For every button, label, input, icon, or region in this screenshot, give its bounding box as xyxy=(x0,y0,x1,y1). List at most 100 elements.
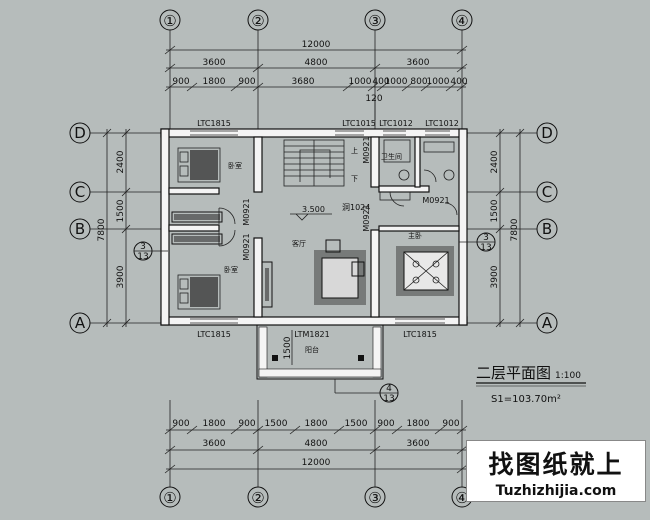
bottom-dimension-text: 900 1800 900 1500 1800 1500 900 1800 900… xyxy=(172,419,459,468)
dim-top-detail: 400 xyxy=(450,77,467,87)
dim-top-detail: 1000 xyxy=(427,77,450,87)
dim-right-span: 2400 xyxy=(490,150,500,173)
column-axes-top: ① ② ③ ④ xyxy=(159,9,473,31)
brand-url: Tuzhizhijia.com xyxy=(495,483,617,499)
axis-label-d: D xyxy=(541,124,553,142)
building-walls xyxy=(160,128,468,326)
door-swings xyxy=(218,169,458,247)
row-axis-leaders xyxy=(90,132,537,324)
axis-label-1: ① xyxy=(163,489,176,507)
room-label-bedroom: 卧室 xyxy=(228,161,242,170)
stair-up-label: 上 xyxy=(351,146,358,155)
column-axes-bottom: ① ② ③ ④ xyxy=(159,486,473,508)
window-label: LTC1015 xyxy=(342,119,376,128)
dim-bottom-detail: 1500 xyxy=(265,419,288,429)
section-ref: 13 xyxy=(480,243,491,253)
axis-label-3: ③ xyxy=(368,12,381,30)
dim-top-detail: 800 xyxy=(410,77,427,87)
dim-top-detail: 1000 xyxy=(349,77,372,87)
dim-top-detail: 900 xyxy=(238,77,255,87)
dim-bottom-detail: 1800 xyxy=(305,419,328,429)
dim-top-total: 12000 xyxy=(302,40,331,50)
dim-top-span: 3600 xyxy=(407,58,430,68)
plan-area: S1=103.70m² xyxy=(491,394,561,405)
section-mark-bottom: 4 13 xyxy=(334,379,399,404)
side-dimension-text: 7800 2400 1500 3900 2400 1500 3900 7800 xyxy=(97,150,520,288)
dim-bottom-detail: 900 xyxy=(238,419,255,429)
door-label: M0921 xyxy=(242,198,251,225)
axis-label-d: D xyxy=(74,124,86,142)
axis-label-2: ② xyxy=(251,12,264,30)
dim-bottom-total: 12000 xyxy=(302,458,331,468)
axis-label-3: ③ xyxy=(368,489,381,507)
window-label: LTM1821 xyxy=(294,330,330,339)
door-label: M0921 xyxy=(362,136,371,163)
room-label-bath: 卫生间 xyxy=(381,152,402,161)
door-label: M0921 xyxy=(422,196,449,205)
dim-right-span: 3900 xyxy=(490,265,500,288)
bathroom-fixtures xyxy=(379,139,455,201)
room-label-balcony: 阳台 xyxy=(305,345,319,354)
section-mark-left: 3 13 xyxy=(133,241,168,262)
dim-left-span: 3900 xyxy=(116,265,126,288)
window-markers xyxy=(190,130,450,324)
door-label: M0921 xyxy=(242,233,251,260)
window-label: LTC1815 xyxy=(403,330,437,339)
dim-bottom-detail: 900 xyxy=(172,419,189,429)
row-axes-left: D C B A xyxy=(69,122,91,334)
dim-left-total: 7800 xyxy=(97,218,107,241)
master-bed xyxy=(396,246,454,296)
axis-label-1: ① xyxy=(163,12,176,30)
dim-right-span: 1500 xyxy=(490,199,500,222)
section-num: 3 xyxy=(140,242,146,252)
section-ref: 13 xyxy=(383,394,394,404)
stair-down-label: 下 xyxy=(351,175,358,183)
window-label: LTC1012 xyxy=(379,119,413,128)
wardrobes xyxy=(171,211,223,245)
window-label: LTC1815 xyxy=(197,119,231,128)
bed-bottom xyxy=(177,274,221,310)
dim-top-detail: 900 xyxy=(172,77,189,87)
side-dimension-lines xyxy=(102,128,525,328)
balcony xyxy=(256,324,384,380)
axis-label-c: C xyxy=(75,183,85,201)
hole-label: 洞1024 xyxy=(342,202,370,212)
dim-bottom-detail: 1800 xyxy=(203,419,226,429)
elevation-label: 3.500 xyxy=(302,205,325,214)
plan-title-block: 二层平面图 1:100 S1=103.70m² xyxy=(476,364,586,405)
dim-left-span: 1500 xyxy=(116,199,126,222)
axis-label-b: B xyxy=(75,220,85,238)
section-ref: 13 xyxy=(137,252,148,262)
dim-top-detail: 3680 xyxy=(292,77,315,87)
plan-title: 二层平面图 xyxy=(476,364,551,382)
axis-leaders xyxy=(169,30,463,487)
row-axes-right: D C B A xyxy=(536,122,558,334)
living-furniture xyxy=(261,239,366,308)
section-num: 4 xyxy=(386,384,392,394)
dim-bottom-detail: 1500 xyxy=(345,419,368,429)
dim-top-small: 120 xyxy=(365,94,382,104)
dim-balcony: 1500 xyxy=(283,336,293,359)
dim-top-detail: 1000 xyxy=(385,77,408,87)
dim-bottom-detail: 900 xyxy=(442,419,459,429)
brand-watermark: 找图纸就上 Tuzhizhijia.com xyxy=(466,440,646,502)
dim-bottom-detail: 900 xyxy=(377,419,394,429)
dim-bottom-span: 3600 xyxy=(203,439,226,449)
dim-top-span: 3600 xyxy=(203,58,226,68)
axis-label-4: ④ xyxy=(455,12,468,30)
dim-bottom-span: 3600 xyxy=(407,439,430,449)
dim-top-span: 4800 xyxy=(305,58,328,68)
dim-bottom-span: 4800 xyxy=(305,439,328,449)
brand-name: 找图纸就上 xyxy=(488,450,624,479)
dim-top-detail: 1800 xyxy=(203,77,226,87)
axis-label-4: ④ xyxy=(455,489,468,507)
top-dimension-text: 12000 3600 4800 3600 900 1800 900 3680 1… xyxy=(172,40,467,104)
dim-left-span: 2400 xyxy=(116,150,126,173)
window-label: LTC1815 xyxy=(197,330,231,339)
door-label: M0921 xyxy=(362,204,371,231)
axis-label-b: B xyxy=(542,220,552,238)
room-labels: 卧室 卧室 客厅 主卧 卫生间 阳台 xyxy=(224,152,422,354)
staircase xyxy=(283,139,345,187)
